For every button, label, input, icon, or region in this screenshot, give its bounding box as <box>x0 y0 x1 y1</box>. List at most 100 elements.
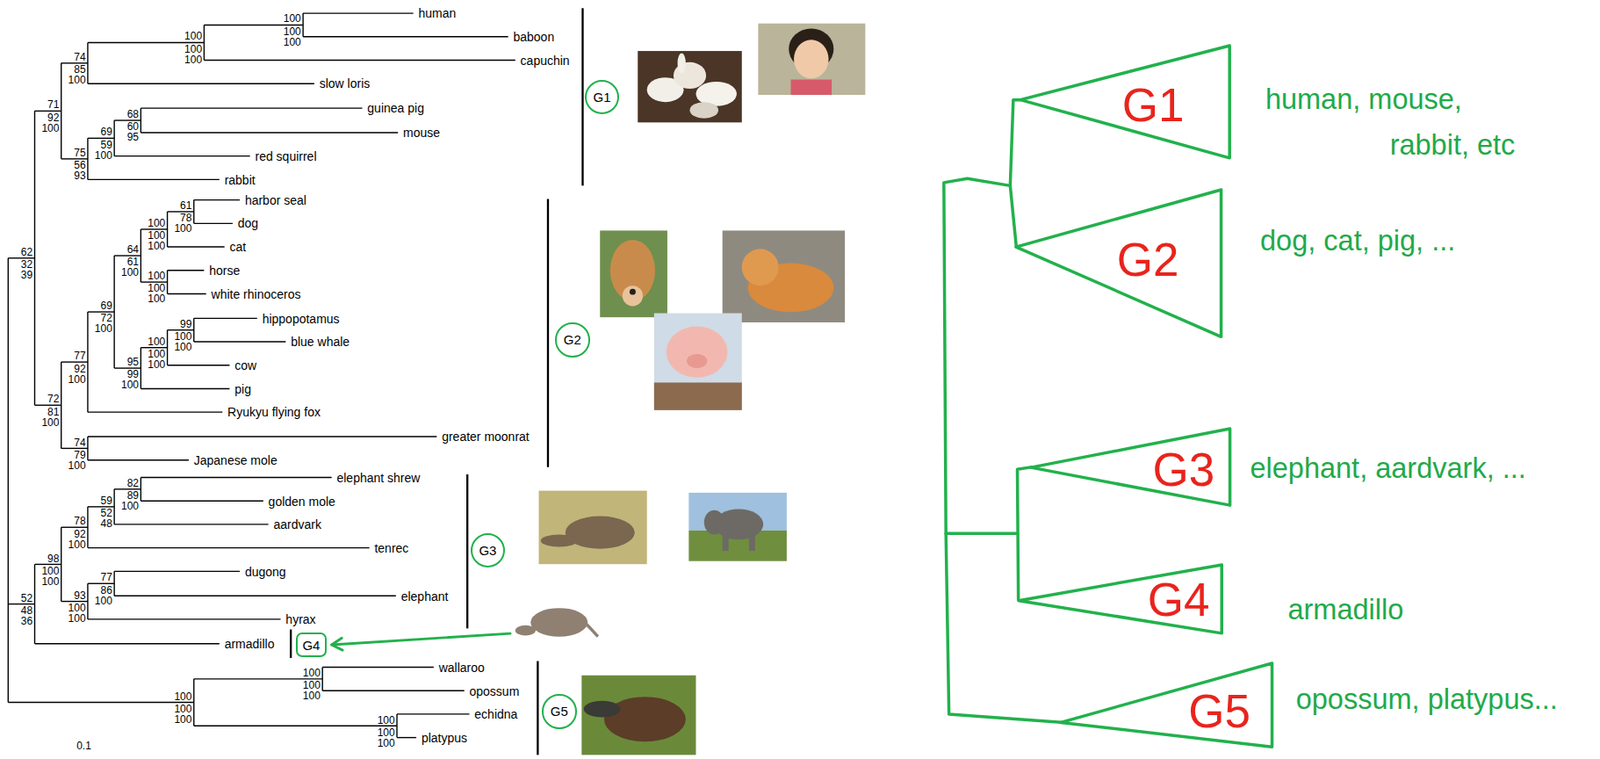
group-circle: G5 <box>541 693 577 729</box>
species-label: golden mole <box>268 494 336 509</box>
tree-branch <box>114 570 240 572</box>
bootstrap-value: 100 <box>147 240 166 252</box>
bootstrap-value: 100 <box>147 336 166 347</box>
species-label: mouse <box>403 125 440 140</box>
bootstrap-value: 100 <box>184 43 202 55</box>
bootstrap-value: 100 <box>94 150 113 161</box>
tree-branch <box>86 583 88 620</box>
group-members: elephant, aardvark, ... <box>1249 445 1526 491</box>
species-label: opossum <box>469 684 520 699</box>
group-label: G5 <box>550 704 569 718</box>
tree-branch <box>87 410 223 412</box>
bootstrap-value: 61 <box>127 256 139 267</box>
bootstrap-value: 100 <box>173 331 192 342</box>
schematic-branch <box>1017 467 1031 600</box>
bootstrap-value: 77 <box>100 571 112 583</box>
schematic-branch <box>945 532 1017 535</box>
tree-branch <box>322 689 465 691</box>
tree-branch <box>302 13 303 37</box>
platypus-body <box>604 696 686 742</box>
tree-branch <box>34 110 36 405</box>
bootstrap-value: 100 <box>173 691 192 702</box>
cat-head <box>742 248 779 286</box>
photo-ground <box>581 675 696 756</box>
bootstrap-value: 100 <box>147 359 166 370</box>
group-bar <box>289 629 292 659</box>
bootstrap-value: 92 <box>73 363 86 375</box>
tree-branch <box>87 179 220 181</box>
species-label: rabbit <box>224 172 256 188</box>
platypus-photo <box>581 675 696 756</box>
bootstrap-value: 64 <box>127 244 139 255</box>
dog-photo <box>599 230 668 318</box>
bootstrap-value: 78 <box>73 515 86 527</box>
face-shape <box>793 39 829 79</box>
tree-branch <box>7 701 194 703</box>
tree-branch <box>87 83 315 85</box>
bootstrap-value: 100 <box>121 500 139 512</box>
tree-branch <box>194 317 258 319</box>
tree-branch <box>167 293 207 295</box>
bootstrap-value: 86 <box>100 584 112 596</box>
group-bar <box>466 474 469 628</box>
tree-branch <box>60 63 62 159</box>
tree-branch <box>86 506 88 548</box>
bootstrap-value: 56 <box>73 159 86 171</box>
cat-photo <box>722 230 845 323</box>
tree-branch <box>114 523 268 525</box>
tree-branch <box>60 361 62 448</box>
group-triangle: G3 <box>1027 425 1234 509</box>
bootstrap-value: 100 <box>283 36 302 48</box>
board-shape <box>654 381 743 410</box>
group-bar <box>581 7 584 186</box>
bootstrap-value: 100 <box>302 667 321 678</box>
bootstrap-value: 100 <box>283 26 302 37</box>
bootstrap-value: 69 <box>100 300 112 311</box>
bootstrap-value: 100 <box>121 266 139 278</box>
species-label: Japanese mole <box>194 453 278 468</box>
species-label: capuchin <box>520 53 570 68</box>
rabbit-photo <box>637 50 743 123</box>
photo-ground <box>722 230 845 323</box>
platypus-bill <box>583 700 621 718</box>
tree-branch <box>113 570 115 596</box>
bootstrap-value: 99 <box>127 368 139 380</box>
bootstrap-value: 100 <box>173 713 192 725</box>
species-label: tenrec <box>374 540 409 555</box>
bootstrap-value: 100 <box>94 323 113 334</box>
group-bar <box>536 661 539 756</box>
tree-branch <box>321 666 323 691</box>
tree-branch <box>302 36 509 37</box>
tree-branch <box>322 666 434 668</box>
group-label: G2 <box>563 332 582 346</box>
scale-label: 0.1 <box>76 739 92 752</box>
bootstrap-value: 93 <box>73 170 86 181</box>
tree-branch <box>194 199 240 201</box>
elephant-photo <box>688 492 787 562</box>
tree-branch <box>167 245 225 247</box>
bootstrap-value: 78 <box>180 212 192 224</box>
bootstrap-value: 98 <box>47 553 59 564</box>
tree-branch <box>7 603 35 605</box>
tree-branch <box>140 476 142 501</box>
bootstrap-value: 92 <box>73 528 86 540</box>
bootstrap-value: 100 <box>184 30 202 42</box>
pig-snout <box>686 353 707 368</box>
arrow-shaft <box>331 633 511 645</box>
bootstrap-value: 77 <box>73 350 86 361</box>
group-circle: G1 <box>584 79 620 116</box>
group-label: G4 <box>302 638 320 652</box>
tree-branch <box>140 108 142 133</box>
species-label: blue whale <box>290 334 350 349</box>
bootstrap-value: 100 <box>147 230 166 241</box>
tree-branch <box>87 583 115 584</box>
tree-branch <box>114 594 397 596</box>
bootstrap-value: 59 <box>100 139 112 151</box>
tree-branch <box>396 713 470 714</box>
bootstrap-value: 61 <box>180 200 192 211</box>
group-triangle: G2 <box>1012 186 1226 340</box>
tree-branch <box>140 499 263 501</box>
photo-ground <box>539 490 648 565</box>
species-label: dugong <box>245 564 287 579</box>
bootstrap-value: 100 <box>302 679 321 691</box>
